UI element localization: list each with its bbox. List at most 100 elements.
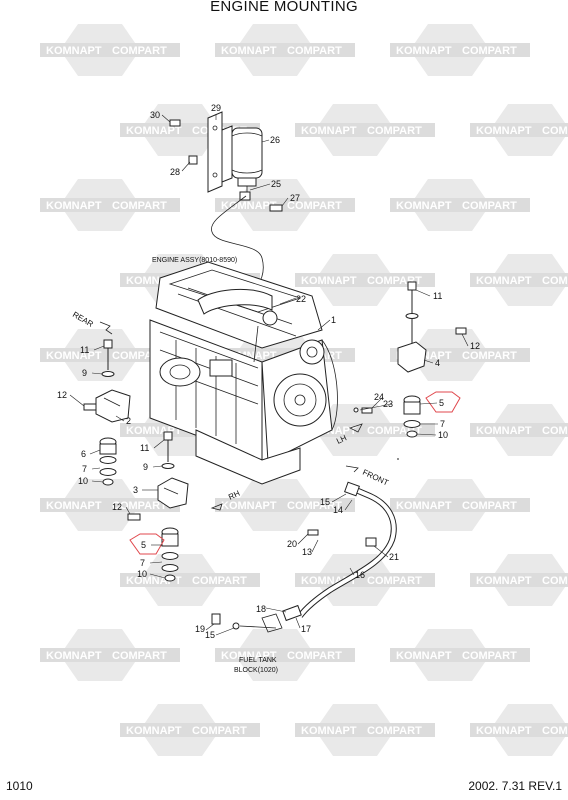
callout-20[interactable]: 20	[287, 539, 297, 549]
watermark-text-right: COMPART	[462, 200, 517, 212]
fuel-tank-note-line1: FUEL TANK	[239, 657, 277, 664]
watermark-logo: KOMNAPT COMPART	[40, 24, 180, 76]
watermark-text-right: COMPART	[287, 45, 342, 57]
callout-7-rear-right[interactable]: 7	[140, 558, 145, 568]
watermark-text-right: COMPART	[192, 575, 247, 587]
callout-4[interactable]: 4	[435, 358, 440, 368]
watermark-text-right: COMPART	[112, 650, 167, 662]
rear-arrow-icon	[99, 321, 113, 335]
callout-24[interactable]: 24	[374, 392, 384, 402]
callout-9-rear-right[interactable]: 9	[143, 462, 148, 472]
callout-25[interactable]: 25	[271, 179, 281, 189]
watermark-logo: KOMNAPT COMPART	[390, 179, 530, 231]
callout-28[interactable]: 28	[170, 167, 180, 177]
callout-9-rear-left[interactable]: 9	[82, 368, 87, 378]
callout-30[interactable]: 30	[150, 110, 160, 120]
watermark-text-right: COMPART	[112, 45, 167, 57]
callout-23[interactable]: 23	[383, 399, 393, 409]
watermark-text-right: COMPART	[462, 45, 517, 57]
watermark-text-left: KOMNAPT	[301, 275, 357, 287]
revision-date: 2002. 7.31 REV.1	[468, 779, 562, 793]
callout-10-front[interactable]: 10	[438, 430, 448, 440]
watermark-text-left: KOMNAPT	[46, 200, 102, 212]
direction-rear-label: REAR	[71, 310, 95, 329]
watermark-text-left: KOMNAPT	[476, 725, 532, 737]
watermark-text-left: KOMNAPT	[396, 200, 452, 212]
watermark-text-right: COMPART	[287, 200, 342, 212]
rear-left-mount	[83, 339, 131, 486]
callout-5-rear-right[interactable]: 5	[141, 540, 146, 550]
callout-6[interactable]: 6	[81, 449, 86, 459]
watermark-text-left: KOMNAPT	[396, 45, 452, 57]
callout-10-rear-right[interactable]: 10	[137, 569, 147, 579]
callout-10-rear-left[interactable]: 10	[78, 476, 88, 486]
callout-12-rear-left[interactable]: 12	[57, 390, 67, 400]
watermark-text-left: KOMNAPT	[46, 500, 102, 512]
watermark-logo: KOMNAPT COMPART	[470, 704, 568, 756]
watermark-text-right: COMPART	[192, 725, 247, 737]
callout-15-lower[interactable]: 15	[205, 630, 215, 640]
watermark-text-right: COMPART	[542, 725, 568, 737]
watermark-text-left: KOMNAPT	[396, 650, 452, 662]
leader-lines	[69, 114, 469, 636]
callout-7-front[interactable]: 7	[440, 419, 445, 429]
watermark-logo: KOMNAPT COMPART	[40, 629, 180, 681]
watermark-text-right: COMPART	[112, 200, 167, 212]
watermark-text-left: KOMNAPT	[476, 275, 532, 287]
callout-19[interactable]: 19	[195, 624, 205, 634]
watermark-text-left: KOMNAPT	[301, 725, 357, 737]
callout-5-front[interactable]: 5	[439, 398, 444, 408]
callout-11-rear-left[interactable]: 11	[80, 345, 89, 355]
callout-22[interactable]: 22	[296, 294, 306, 304]
fuel-line	[211, 481, 397, 633]
watermark-text-left: KOMNAPT	[46, 45, 102, 57]
callout-2[interactable]: 2	[126, 416, 131, 426]
callout-15-upper[interactable]: 15	[320, 497, 330, 507]
fuel-tank-note-line2: BLOCK(1020)	[234, 667, 278, 674]
watermark-text-left: KOMNAPT	[221, 200, 277, 212]
callout-14[interactable]: 14	[333, 505, 343, 515]
callout-27[interactable]: 27	[290, 193, 300, 203]
watermark-logo: KOMNAPT COMPART	[470, 254, 568, 306]
watermark-text-right: COMPART	[462, 500, 517, 512]
watermark-text-left: KOMNAPT	[126, 725, 182, 737]
callout-29[interactable]: 29	[211, 103, 221, 113]
engine-assy-note: ENGINE ASSY(8010-8590)	[152, 257, 237, 264]
watermark-text-right: COMPART	[287, 500, 342, 512]
engine-assembly	[149, 261, 338, 485]
callout-17[interactable]: 17	[301, 624, 311, 634]
watermark-logo: KOMNAPT COMPART	[215, 24, 355, 76]
watermark-text-left: KOMNAPT	[301, 125, 357, 137]
callout-18[interactable]: 18	[256, 604, 266, 614]
watermark-text-left: KOMNAPT	[221, 45, 277, 57]
callout-16[interactable]: 16	[355, 570, 365, 580]
page-title: ENGINE MOUNTING	[210, 0, 358, 15]
callout-3[interactable]: 3	[133, 485, 138, 495]
callout-12-rear-right[interactable]: 12	[112, 502, 122, 512]
callout-26[interactable]: 26	[270, 135, 280, 145]
watermark-text-right: COMPART	[542, 275, 568, 287]
watermark-text-right: COMPART	[367, 125, 422, 137]
watermark-text-right: COMPART	[287, 650, 342, 662]
watermark-text-left: KOMNAPT	[46, 650, 102, 662]
callout-13[interactable]: 13	[302, 547, 312, 557]
callout-11-rear-right[interactable]: 11	[140, 443, 149, 453]
callout-21[interactable]: 21	[389, 552, 399, 562]
watermark-logo: KOMNAPT COMPART	[120, 704, 260, 756]
callout-1[interactable]: 1	[331, 315, 336, 325]
watermark-text-right: COMPART	[542, 125, 568, 137]
watermark-logo: KOMNAPT COMPART	[40, 479, 180, 531]
rear-right-mount	[127, 431, 189, 582]
callout-11-front[interactable]: 11	[433, 291, 442, 301]
highlight-hexagon-left	[129, 533, 165, 555]
watermark-text-right: COMPART	[112, 500, 167, 512]
watermark-text-left: KOMNAPT	[476, 425, 532, 437]
front-mount	[353, 281, 467, 460]
callout-12-front[interactable]: 12	[470, 341, 480, 351]
callout-7-rear-left[interactable]: 7	[82, 464, 87, 474]
